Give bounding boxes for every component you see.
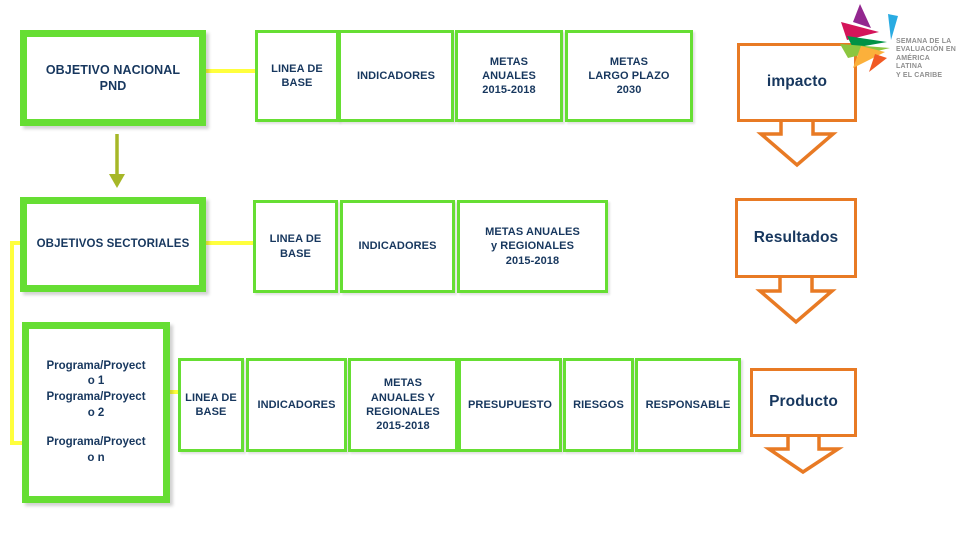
program-item-1: Programa/Proyecto 1 <box>46 359 146 388</box>
results-box: Resultados <box>735 198 857 278</box>
programs-box: Programa/Proyecto 1 Programa/Proyecto 2 … <box>22 322 170 503</box>
cell-label: INDICADORES <box>358 240 437 253</box>
results-down-arrow-icon <box>755 274 837 325</box>
cell-label: METAS LARGO PLAZO 2030 <box>588 55 670 97</box>
cell-bottom-indicators: INDICADORES <box>246 358 347 452</box>
cell-label: LINEA DE BASE <box>185 391 237 418</box>
national-objective-box: OBJETIVO NACIONAL PND <box>20 30 206 126</box>
event-logo: SEMANA DE LA EVALUACIÓN EN AMÉRICA LATIN… <box>840 2 958 82</box>
cell-label: METAS ANUALES y REGIONALES 2015-2018 <box>485 226 580 267</box>
cell-label: METAS ANUALES 2015-2018 <box>482 55 536 97</box>
impact-down-arrow-icon <box>756 118 838 168</box>
cell-label: INDICADORES <box>257 398 336 411</box>
national-objective-label: OBJETIVO NACIONAL PND <box>45 62 181 93</box>
cell-label: METAS ANUALES Y REGIONALES 2015-2018 <box>366 377 440 433</box>
cell-top-baseline: LINEA DE BASE <box>255 30 339 122</box>
impact-label: impacto <box>766 73 828 91</box>
product-box: Producto <box>750 368 857 437</box>
programs-list: Programa/Proyecto 1 Programa/Proyecto 2 … <box>43 359 149 466</box>
cell-bottom-budget: PRESUPUESTO <box>458 358 562 452</box>
cell-top-longterm-goals: METAS LARGO PLAZO 2030 <box>565 30 693 122</box>
cell-label: RIESGOS <box>573 398 624 411</box>
cell-mid-baseline: LINEA DE BASE <box>253 200 338 293</box>
impact-box: impacto <box>737 43 857 122</box>
cell-top-indicators: INDICADORES <box>338 30 454 122</box>
logo-mark-icon <box>840 4 898 72</box>
cell-bottom-responsible: RESPONSABLE <box>635 358 741 452</box>
cell-label: PRESUPUESTO <box>467 398 553 411</box>
cell-label: LINEA DE BASE <box>271 62 323 89</box>
results-label: Resultados <box>753 228 839 246</box>
down-arrow-icon <box>109 174 125 188</box>
cell-label: INDICADORES <box>356 69 436 82</box>
cell-bottom-goals: METAS ANUALES Y REGIONALES 2015-2018 <box>348 358 458 452</box>
program-item-n: Programa/Proyecto n <box>46 436 146 464</box>
logo-text: SEMANA DE LA EVALUACIÓN EN AMÉRICA LATIN… <box>896 38 957 79</box>
cell-mid-indicators: INDICADORES <box>340 200 455 293</box>
product-label: Producto <box>769 393 838 411</box>
cell-label: RESPONSABLE <box>645 398 731 411</box>
connector-sectoral-to-programs <box>10 241 26 445</box>
product-down-arrow-icon <box>763 433 844 475</box>
cell-top-annual-goals: METAS ANUALES 2015-2018 <box>455 30 563 122</box>
sector-objectives-label: OBJETIVOS SECTORIALES <box>36 238 190 251</box>
cell-bottom-risks: RIESGOS <box>563 358 634 452</box>
program-item-2: Programa/Proyecto 2 <box>46 390 146 419</box>
cell-label: LINEA DE BASE <box>269 233 322 260</box>
sector-objectives-box: OBJETIVOS SECTORIALES <box>20 197 206 292</box>
cell-bottom-baseline: LINEA DE BASE <box>178 358 244 452</box>
cell-mid-goals: METAS ANUALES y REGIONALES 2015-2018 <box>457 200 608 293</box>
